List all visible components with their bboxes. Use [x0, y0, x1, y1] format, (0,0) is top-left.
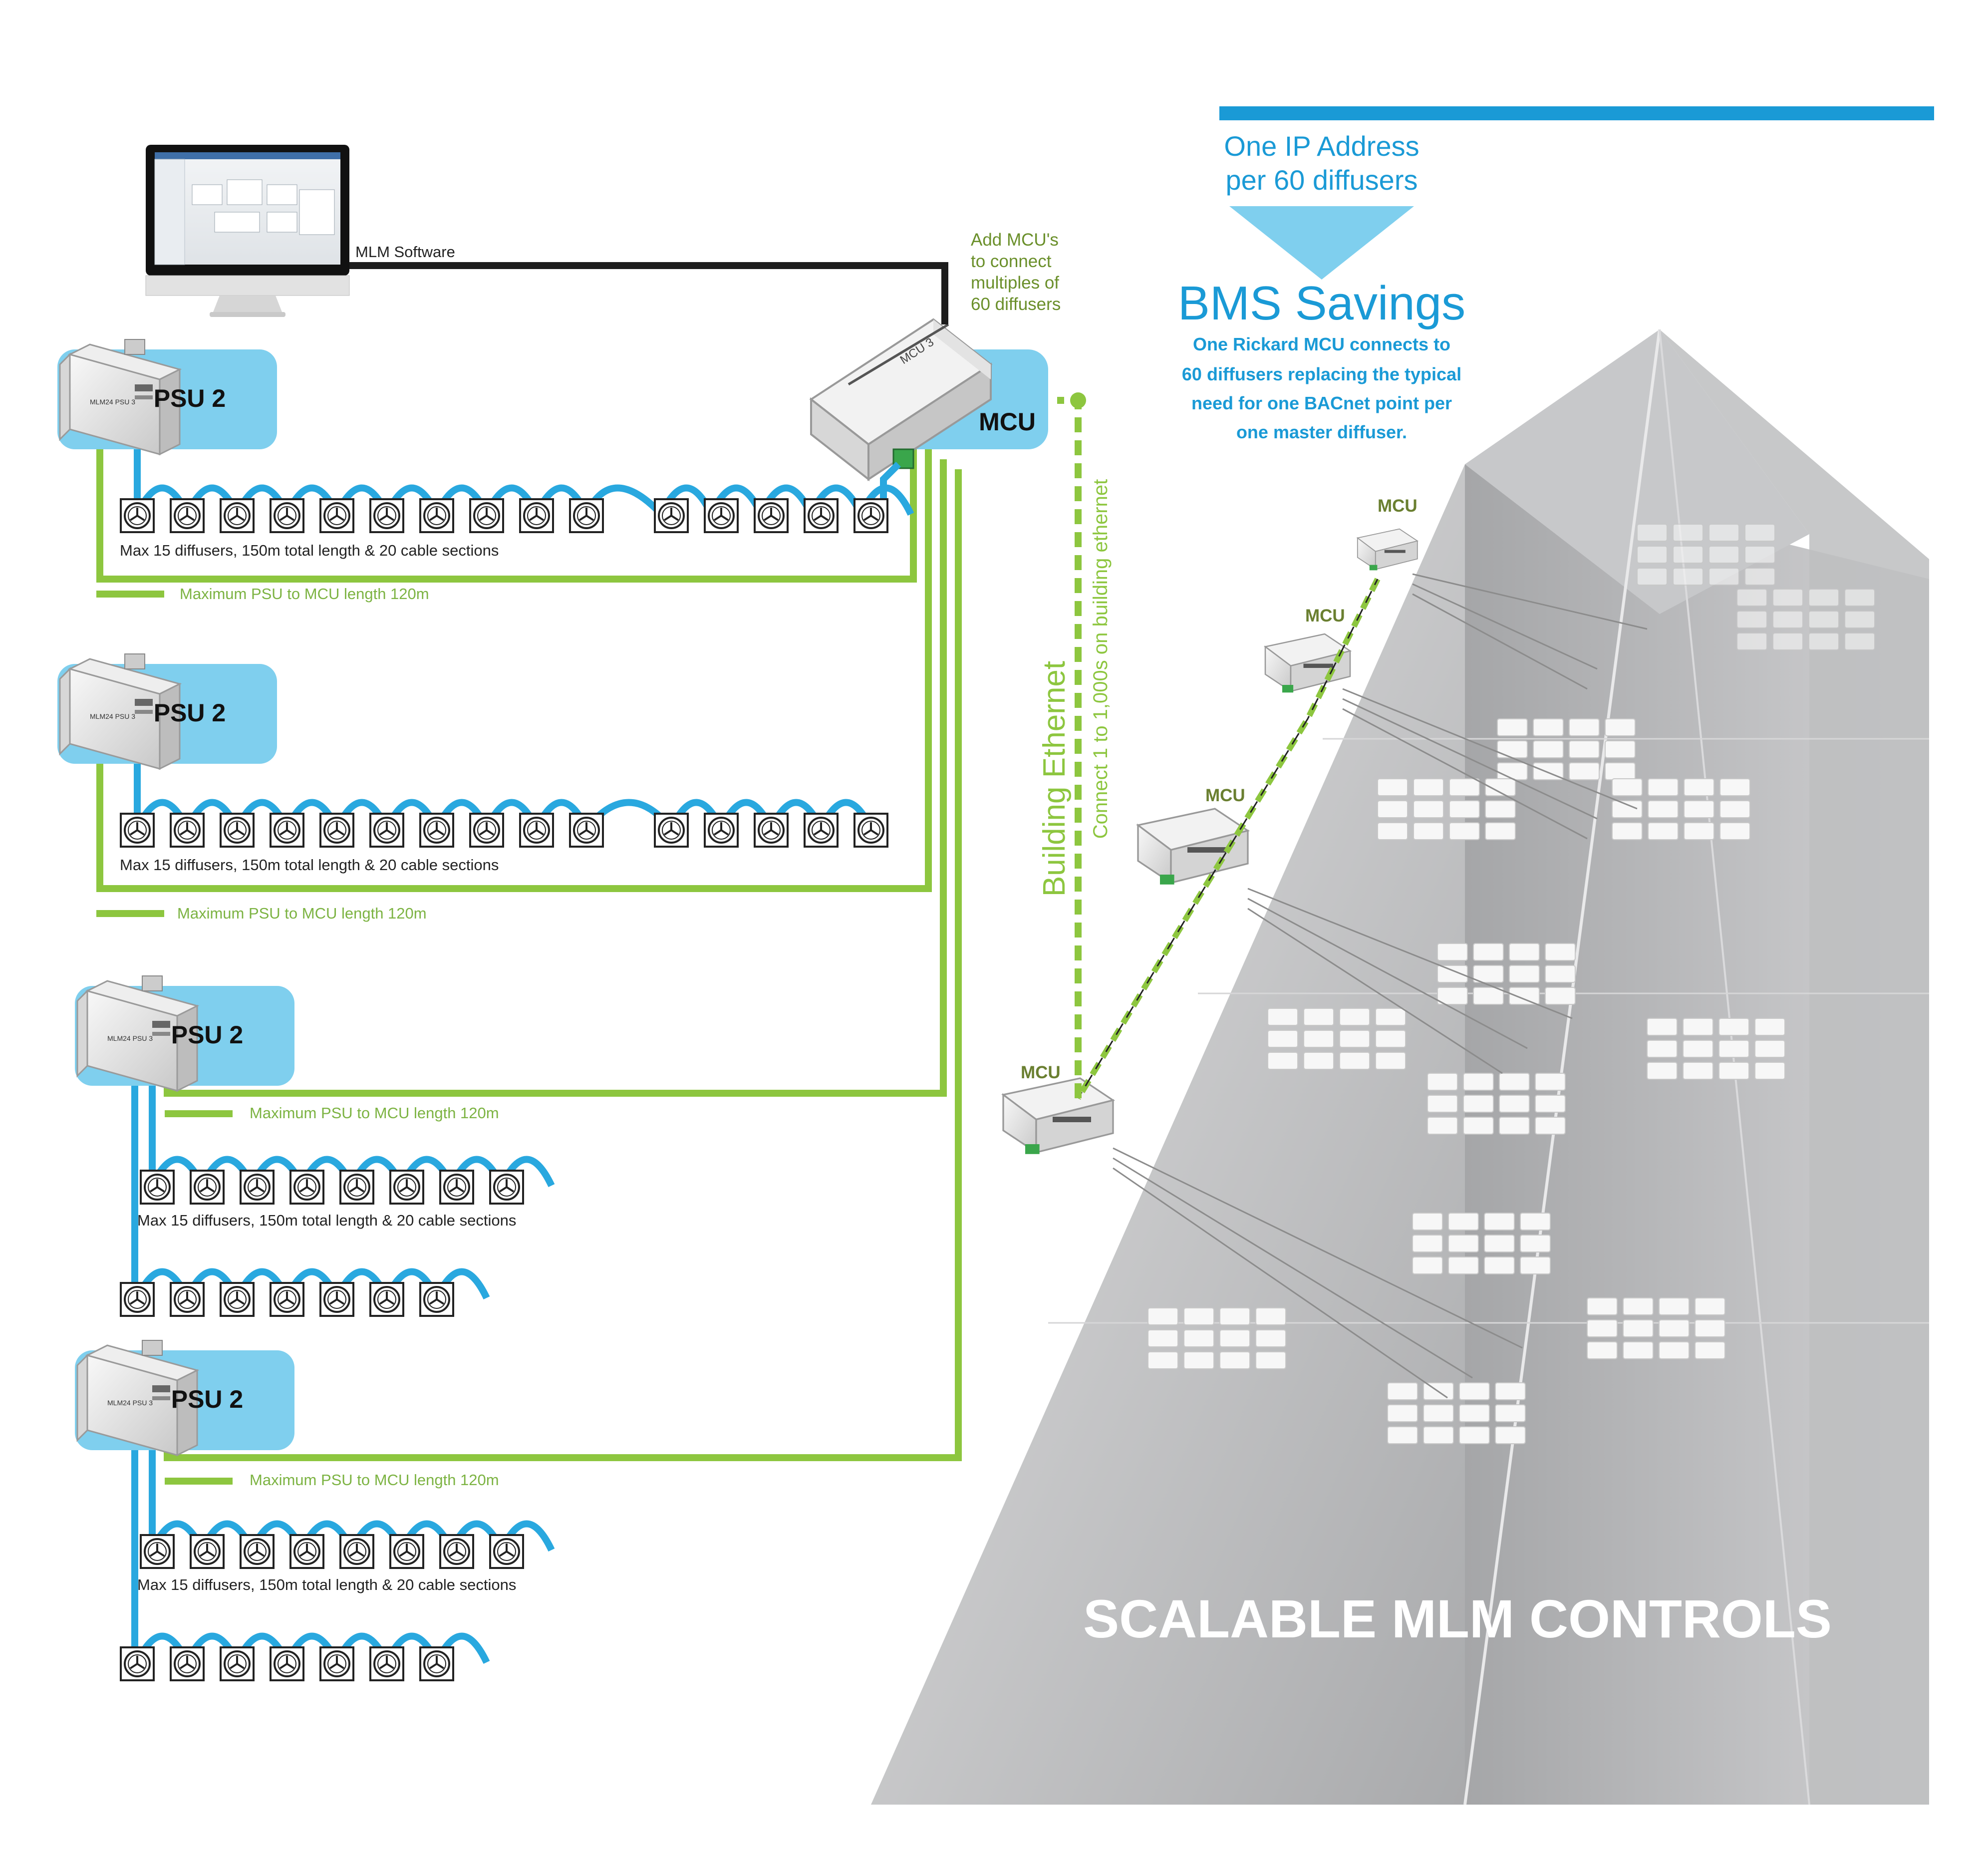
psu-label: PSU 2: [154, 384, 226, 412]
software-link-line: [349, 262, 948, 324]
length-note: Maximum PSU to MCU length 120m: [177, 905, 427, 922]
add-mcu-note-4: 60 diffusers: [971, 295, 1061, 314]
tower-mcu-4: [1002, 1077, 1523, 1399]
diffuser-row: [120, 1282, 454, 1317]
bms-line-2: 60 diffusers replacing the typical: [1182, 364, 1461, 384]
psu-device-text: MLM24 PSU 3: [90, 398, 135, 406]
monitor-icon: [145, 145, 350, 317]
diffuser-row: [120, 813, 888, 848]
mcu-device-icon: MCU 3: [809, 318, 993, 482]
tower-mcu-label-2: MCU: [1305, 606, 1345, 625]
psu-group-4: PSU 2 MLM24 PSU 3 Max 15 diffusers, 150m…: [75, 1339, 555, 1681]
tower-mcu-label-4: MCU: [1021, 1063, 1061, 1082]
chain-note: Max 15 diffusers, 150m total length & 20…: [137, 1212, 516, 1229]
tower-mcu-1: [1357, 528, 1648, 690]
mcu-label: MCU: [979, 408, 1036, 436]
bms-line-1: One Rickard MCU connects to: [1193, 334, 1450, 354]
length-note: Maximum PSU to MCU length 120m: [250, 1471, 499, 1489]
add-mcu-note-2: to connect: [971, 252, 1052, 271]
ip-callout-bar: [1219, 106, 1934, 120]
psu-device-text: MLM24 PSU 3: [107, 1399, 153, 1407]
software-label: MLM Software: [355, 243, 455, 261]
bms-line-4: one master diffuser.: [1236, 422, 1407, 442]
bms-line-3: need for one BACnet point per: [1191, 393, 1452, 413]
tower-title: SCALABLE MLM CONTROLS: [1083, 1588, 1832, 1649]
ethernet-subtitle: Connect 1 to 1,000s on building ethernet: [1090, 479, 1112, 839]
length-note: Maximum PSU to MCU length 120m: [250, 1104, 499, 1122]
psu-group-2: PSU 2 MLM24 PSU 3 Max 15 diffusers, 150m…: [57, 653, 888, 922]
bms-title: BMS Savings: [1178, 277, 1465, 330]
diffuser-row: [140, 1170, 524, 1205]
psu-label: PSU 2: [154, 699, 226, 727]
tower-mcu-2: [1264, 633, 1638, 840]
ip-callout-line2: per 60 diffusers: [1226, 164, 1418, 196]
diffuser-row: [120, 1646, 454, 1681]
ethernet-title: Building Ethernet: [1037, 661, 1072, 897]
tower-mcu-label-3: MCU: [1205, 786, 1245, 805]
ip-callout-arrow: [1229, 206, 1414, 280]
psu-group-3: PSU 2 MLM24 PSU 3 Max 15 diffusers, 150m…: [75, 975, 555, 1317]
building-tower-icon: [871, 329, 1929, 1805]
diffuser-row: [140, 1534, 524, 1569]
tower-mcu-label-1: MCU: [1378, 496, 1418, 516]
diffuser-row: [120, 498, 888, 533]
add-mcu-note-3: multiples of: [971, 273, 1059, 293]
psu-label: PSU 2: [171, 1385, 244, 1413]
length-note: Maximum PSU to MCU length 120m: [180, 585, 429, 603]
chain-note: Max 15 diffusers, 150m total length & 20…: [120, 542, 499, 559]
psu-label: PSU 2: [171, 1021, 244, 1049]
psu-device-text: MLM24 PSU 3: [107, 1034, 153, 1042]
tower-mcu-3: [1137, 808, 1573, 1074]
psu-group-1: PSU 2 MLM24 PSU 3 Max 15 diffusers, 150m…: [57, 338, 914, 603]
chain-note: Max 15 diffusers, 150m total length & 20…: [120, 856, 499, 874]
psu-device-text: MLM24 PSU 3: [90, 712, 135, 720]
add-mcu-note-1: Add MCU's: [971, 230, 1059, 250]
chain-note: Max 15 diffusers, 150m total length & 20…: [137, 1576, 516, 1593]
ip-callout-line1: One IP Address: [1224, 130, 1419, 162]
